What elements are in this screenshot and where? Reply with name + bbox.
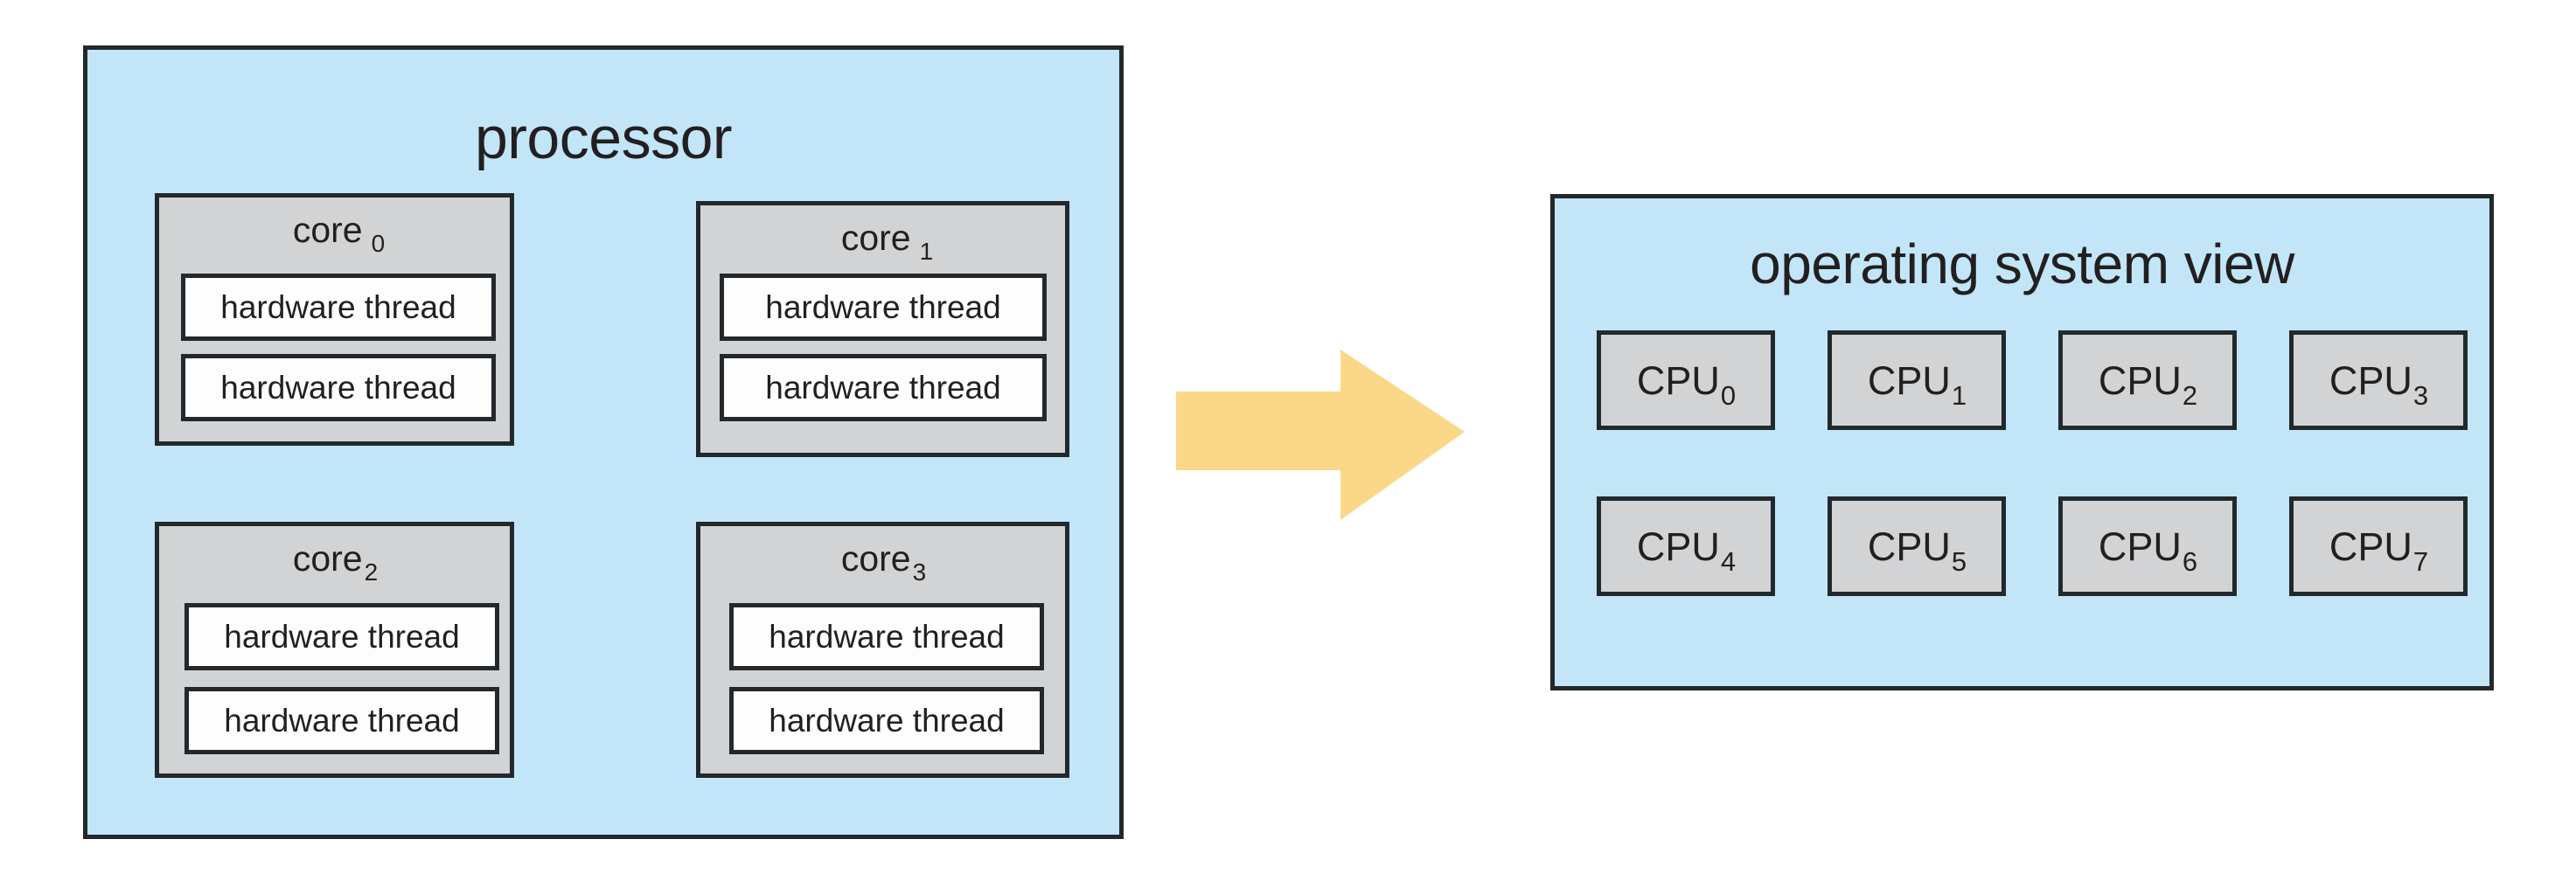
processor-panel: processor core 0 hardware thread hardware… — [83, 45, 1124, 839]
cpu-label-5: CPU5 — [1867, 524, 1967, 575]
cpu-label-1-text: CPU — [1867, 357, 1951, 403]
core-label-2-text: core — [292, 538, 363, 579]
cpu-label-0: CPU0 — [1636, 357, 1736, 409]
cpu-box-7: CPU7 — [2289, 496, 2468, 596]
core-box-2: core2 hardware thread hardware thread — [155, 522, 514, 778]
cpu-label-4: CPU4 — [1636, 524, 1736, 575]
cpu-box-6: CPU6 — [2058, 496, 2237, 596]
core-box-1: core 1 hardware thread hardware thread — [696, 201, 1069, 457]
cpu-label-3-index: 3 — [2412, 379, 2429, 411]
core-label-0-text: core — [292, 210, 363, 250]
processor-title: processor — [474, 105, 733, 171]
hardware-thread-3-0: hardware thread — [729, 603, 1044, 670]
cpu-box-1: CPU1 — [1828, 330, 2006, 430]
cpu-label-0-text: CPU — [1636, 357, 1720, 403]
hardware-thread-1-1: hardware thread — [720, 354, 1047, 421]
cpu-label-5-text: CPU — [1867, 524, 1951, 569]
hardware-thread-0-1: hardware thread — [181, 354, 496, 421]
cpu-label-1: CPU1 — [1867, 357, 1967, 409]
core-label-1-index: 1 — [919, 238, 934, 265]
cpu-box-4: CPU4 — [1597, 496, 1775, 596]
core-box-3: core3 hardware thread hardware thread — [696, 522, 1069, 778]
hardware-thread-label: hardware thread — [765, 370, 1001, 406]
cpu-label-7: CPU7 — [2329, 524, 2428, 575]
cpu-label-3: CPU3 — [2329, 357, 2428, 409]
right-arrow-icon — [1176, 350, 1465, 520]
core-label-1-text: core — [840, 218, 911, 258]
hardware-thread-label: hardware thread — [224, 619, 460, 655]
hardware-thread-label: hardware thread — [769, 703, 1005, 739]
operating-system-view-panel: operating system view CPU0 CPU1 CPU2 CPU… — [1550, 194, 2494, 690]
core-label-1: core 1 — [700, 218, 1065, 265]
core-label-0: core 0 — [159, 210, 510, 257]
core-label-2: core2 — [159, 538, 510, 586]
hardware-thread-0-0: hardware thread — [181, 274, 496, 341]
cpu-label-4-index: 4 — [1720, 545, 1737, 577]
cpu-box-5: CPU5 — [1828, 496, 2006, 596]
core-label-0-index: 0 — [371, 230, 386, 257]
cpu-box-2: CPU2 — [2058, 330, 2237, 430]
cpu-label-4-text: CPU — [1636, 524, 1720, 569]
hardware-thread-label: hardware thread — [224, 703, 460, 739]
hardware-thread-1-0: hardware thread — [720, 274, 1047, 341]
cpu-label-6-text: CPU — [2098, 524, 2182, 569]
cpu-box-3: CPU3 — [2289, 330, 2468, 430]
core-label-3-text: core — [840, 538, 911, 579]
core-label-3-index: 3 — [912, 558, 927, 586]
cpu-label-7-text: CPU — [2329, 524, 2412, 569]
cpu-box-0: CPU0 — [1597, 330, 1775, 430]
hardware-thread-2-1: hardware thread — [184, 687, 499, 754]
cpu-label-1-index: 1 — [1951, 379, 1967, 411]
hardware-thread-label: hardware thread — [765, 289, 1001, 325]
hardware-thread-label: hardware thread — [769, 619, 1005, 655]
cpu-label-7-index: 7 — [2412, 545, 2429, 577]
cpu-label-6-index: 6 — [2182, 545, 2198, 577]
core-label-2-index: 2 — [364, 558, 379, 586]
hardware-thread-label: hardware thread — [220, 370, 456, 406]
cpu-label-2-text: CPU — [2098, 357, 2182, 403]
core-box-0: core 0 hardware thread hardware thread — [155, 193, 514, 446]
cpu-label-5-index: 5 — [1951, 545, 1967, 577]
cpu-label-2: CPU2 — [2098, 357, 2197, 409]
cpu-label-6: CPU6 — [2098, 524, 2197, 575]
hardware-thread-3-1: hardware thread — [729, 687, 1044, 754]
operating-system-view-title: operating system view — [1750, 232, 2294, 295]
cpu-label-3-text: CPU — [2329, 357, 2412, 403]
cpu-label-0-index: 0 — [1720, 379, 1737, 411]
hardware-thread-label: hardware thread — [220, 289, 456, 325]
hardware-thread-2-0: hardware thread — [184, 603, 499, 670]
core-label-3: core3 — [700, 538, 1065, 586]
cpu-label-2-index: 2 — [2182, 379, 2198, 411]
